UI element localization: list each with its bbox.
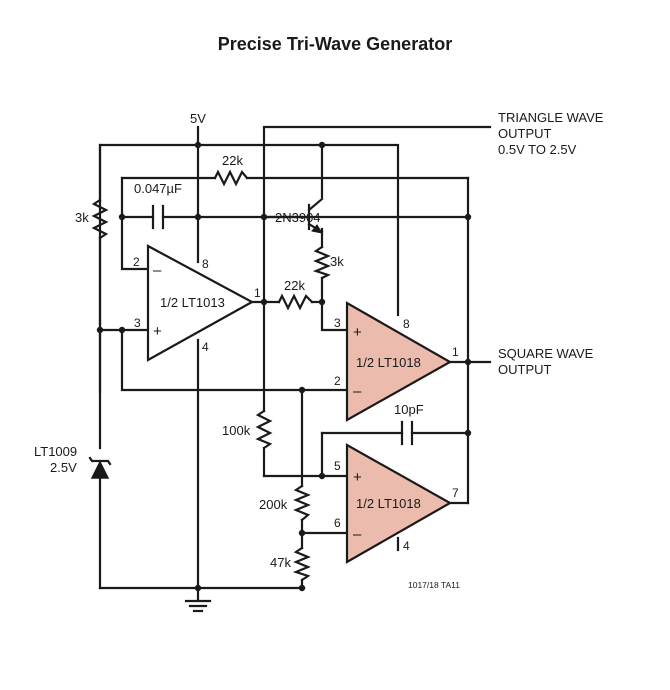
pin-a2-3: 3: [334, 316, 341, 330]
r-feedback-top-label: 22k: [222, 153, 243, 168]
pin-a3-5: 5: [334, 459, 341, 473]
a2-plus-sign: +: [353, 324, 362, 341]
a1-label: 1/2 LT1013: [160, 295, 225, 310]
a2-label: 1/2 LT1018: [356, 355, 421, 370]
pin-a1-1: 1: [254, 286, 261, 300]
r-47k-label: 47k: [270, 555, 291, 570]
resistor-3k-emitter: [312, 245, 331, 280]
resistor-47k: [292, 546, 311, 582]
a3-minus-sign: –: [353, 526, 362, 543]
triangle-output-line3: 0.5V TO 2.5V: [498, 142, 577, 157]
a1-plus-sign: +: [153, 323, 162, 340]
wires: [98, 125, 492, 613]
triangle-output-line2: OUTPUT: [498, 126, 552, 141]
diagram-title: Precise Tri-Wave Generator: [217, 34, 453, 54]
opamp-a3-lt1018: + – 1/2 LT1018: [345, 443, 453, 564]
pin-a1-3: 3: [134, 316, 141, 330]
r-input-label: 22k: [284, 278, 305, 293]
resistor-100k: [255, 409, 273, 450]
transistor-label: 2N3904: [275, 210, 321, 225]
junction-dots: [96, 141, 472, 592]
transistor-2n3904: [262, 197, 324, 234]
pin-a1-2: 2: [133, 255, 140, 269]
opamp-a2-lt1018: + – 1/2 LT1018: [345, 301, 453, 422]
a3-plus-sign: +: [353, 469, 362, 486]
r-bias-left-label: 3k: [75, 210, 89, 225]
pin-a1-4: 4: [202, 340, 209, 354]
pin-a2-2: 2: [334, 374, 341, 388]
c-feedback-label: 10pF: [394, 402, 424, 417]
r-emitter-label: 3k: [330, 254, 344, 269]
resistor-22k-top: [213, 169, 249, 187]
resistor-200k: [293, 484, 311, 522]
capacitor-0047uf: [151, 204, 165, 230]
a3-label: 1/2 LT1018: [356, 496, 421, 511]
opamp-a1-lt1013: – + 1/2 LT1013: [146, 244, 255, 362]
square-output-line2: OUTPUT: [498, 362, 552, 377]
zener-lt1009: [88, 456, 112, 479]
resistor-22k-input: [277, 293, 314, 311]
r-200k-label: 200k: [259, 497, 288, 512]
a1-minus-sign: –: [153, 262, 162, 279]
reference-label-2: 2.5V: [50, 460, 77, 475]
c-integrator-label: 0.047µF: [134, 181, 182, 196]
pin-labels: 2 3 8 1 4 3 2 8 1 5 6 7 4: [133, 255, 459, 553]
output-labels: TRIANGLE WAVE OUTPUT 0.5V TO 2.5V SQUARE…: [498, 110, 604, 377]
pin-a3-7: 7: [452, 486, 459, 500]
pin-a2-8: 8: [403, 317, 410, 331]
pin-a1-8: 8: [202, 257, 209, 271]
reference-label-1: LT1009: [34, 444, 77, 459]
square-output-line1: SQUARE WAVE: [498, 346, 594, 361]
a2-minus-sign: –: [353, 383, 362, 400]
pin-a2-1: 1: [452, 345, 459, 359]
pin-a3-6: 6: [334, 516, 341, 530]
resistor-3k-left: [91, 198, 109, 240]
triangle-output-line1: TRIANGLE WAVE: [498, 110, 604, 125]
supply-label: 5V: [190, 111, 206, 126]
component-labels: 5V 22k 0.047µF 3k 2N3904 3k 22k 100k 200…: [34, 111, 424, 570]
figure-code: 1017/18 TA11: [408, 580, 460, 590]
r-divider-label: 100k: [222, 423, 251, 438]
capacitor-10pf: [400, 420, 414, 446]
pin-a3-4: 4: [403, 539, 410, 553]
